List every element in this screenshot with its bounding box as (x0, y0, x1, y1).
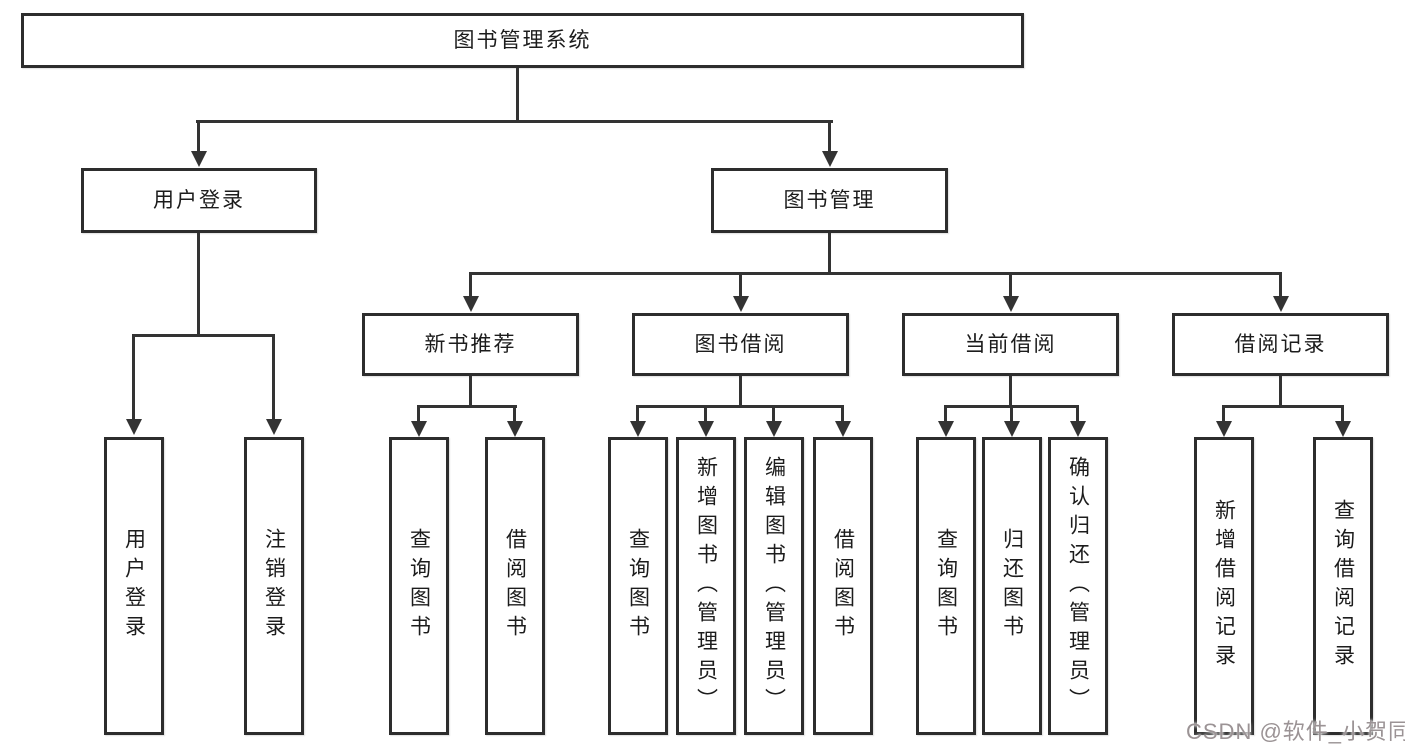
leaf-borrow-book-recommend: 借阅图书 (485, 437, 545, 735)
leaf-add-borrow-record: 新增借阅记录 (1194, 437, 1254, 735)
arrow-down-icon (772, 405, 775, 422)
leaf-confirm-return-admin: 确认归还（管理员） (1048, 437, 1108, 735)
connector-new-book-stem (469, 376, 472, 407)
arrow-down-icon (841, 405, 844, 422)
node-borrow-record-label: 借阅记录 (1234, 333, 1327, 356)
node-root: 图书管理系统 (21, 13, 1024, 68)
arrow-down-icon (197, 120, 200, 152)
arrow-down-icon (513, 405, 516, 422)
leaf-edit-book-admin-label: 编辑图书（管理员） (762, 455, 786, 717)
node-book-management-label: 图书管理 (783, 189, 876, 212)
leaf-query-book-current: 查询图书 (916, 437, 976, 735)
arrow-down-icon (704, 405, 707, 422)
arrow-down-icon (1341, 405, 1344, 422)
node-book-borrow: 图书借阅 (632, 313, 849, 376)
leaf-return-book-label: 归还图书 (1000, 528, 1024, 644)
leaf-confirm-return-admin-label: 确认归还（管理员） (1066, 455, 1090, 717)
leaf-borrow-book-label: 借阅图书 (831, 528, 855, 644)
node-root-label: 图书管理系统 (453, 29, 592, 52)
leaf-query-borrow-record-label: 查询借阅记录 (1331, 499, 1355, 673)
connector-level3-rail (469, 272, 1282, 275)
leaf-logout-login: 注销登录 (244, 437, 304, 735)
connector-borrow-record-rail (1222, 405, 1344, 408)
connector-user-login-stem (197, 233, 200, 336)
leaf-borrow-book: 借阅图书 (813, 437, 873, 735)
leaf-logout-login-label: 注销登录 (262, 528, 286, 644)
node-new-book-recommend: 新书推荐 (362, 313, 579, 376)
arrow-down-icon (417, 405, 420, 422)
node-user-login: 用户登录 (81, 168, 317, 233)
arrow-down-icon (1279, 272, 1282, 297)
leaf-borrow-book-recommend-label: 借阅图书 (503, 528, 527, 644)
leaf-query-book-borrow-label: 查询图书 (626, 528, 650, 644)
node-book-management: 图书管理 (711, 168, 948, 233)
arrow-down-icon (469, 272, 472, 297)
leaf-query-book-recommend: 查询图书 (389, 437, 449, 735)
arrow-down-icon (1009, 272, 1012, 297)
leaf-query-borrow-record: 查询借阅记录 (1313, 437, 1373, 735)
arrow-down-icon (636, 405, 639, 422)
watermark: CSDN @软件_小贺同学 (1186, 719, 1405, 744)
arrow-down-icon (1076, 405, 1079, 422)
connector-level2-rail (196, 120, 833, 123)
arrow-down-icon (944, 405, 947, 422)
arrow-down-icon (828, 120, 831, 152)
node-current-borrow-label: 当前借阅 (964, 333, 1057, 356)
connector-new-book-rail (418, 405, 517, 408)
connector-root-stem (516, 68, 519, 122)
connector-user-login-rail (132, 334, 275, 337)
connector-current-borrow-stem (1009, 376, 1012, 407)
leaf-query-book-recommend-label: 查询图书 (407, 528, 431, 644)
arrow-down-icon (272, 334, 275, 420)
leaf-return-book: 归还图书 (982, 437, 1042, 735)
leaf-edit-book-admin: 编辑图书（管理员） (744, 437, 804, 735)
arrow-down-icon (1010, 405, 1013, 422)
leaf-query-book-borrow: 查询图书 (608, 437, 668, 735)
leaf-add-book-admin: 新增图书（管理员） (676, 437, 736, 735)
leaf-add-book-admin-label: 新增图书（管理员） (694, 455, 718, 717)
node-borrow-record: 借阅记录 (1172, 313, 1389, 376)
node-book-borrow-label: 图书借阅 (694, 333, 787, 356)
leaf-user-login: 用户登录 (104, 437, 164, 735)
arrow-down-icon (1222, 405, 1225, 422)
connector-book-borrow-rail (636, 405, 844, 408)
leaf-query-book-current-label: 查询图书 (934, 528, 958, 644)
connector-book-management-stem (828, 233, 831, 274)
leaf-add-borrow-record-label: 新增借阅记录 (1212, 499, 1236, 673)
connector-borrow-record-stem (1279, 376, 1282, 407)
connector-book-borrow-stem (739, 376, 742, 407)
arrow-down-icon (132, 334, 135, 420)
node-new-book-recommend-label: 新书推荐 (424, 333, 517, 356)
node-current-borrow: 当前借阅 (902, 313, 1119, 376)
node-user-login-label: 用户登录 (153, 189, 245, 212)
leaf-user-login-label: 用户登录 (122, 528, 146, 644)
arrow-down-icon (739, 272, 742, 297)
